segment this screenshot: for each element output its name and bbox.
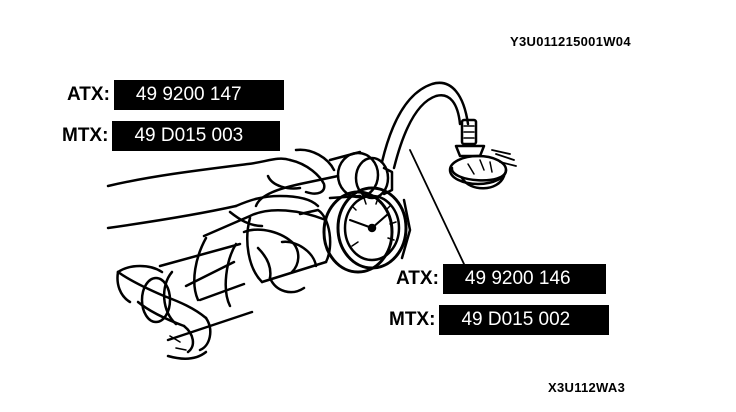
figure-code-top: Y3U011215001W04: [510, 34, 631, 49]
top-left-mtx-label: MTX: 49 D015 003: [62, 121, 281, 151]
bottom-right-mtx-label: MTX: 49 D015 002: [389, 305, 610, 335]
lower-hand: [116, 228, 318, 360]
mtx-prefix: MTX:: [62, 125, 109, 146]
mtx-part-number: 49 D015 003: [112, 121, 281, 151]
vacuum-hose: [380, 81, 470, 170]
leader-line: [409, 149, 465, 265]
atx-part-number: 49 9200 146: [442, 264, 606, 294]
bottom-right-atx-label: ATX: 49 9200 146: [396, 264, 606, 294]
figure-code-bottom: X3U112WA3: [548, 380, 626, 395]
upper-hand: [106, 148, 336, 230]
atx-prefix: ATX:: [67, 84, 110, 105]
mtx-prefix: MTX:: [389, 309, 436, 330]
top-left-atx-label: ATX: 49 9200 147: [67, 80, 284, 110]
pump-body: [193, 174, 340, 308]
atx-prefix: ATX:: [396, 268, 439, 289]
hose-adapter: [448, 118, 517, 190]
pump-head: [328, 150, 394, 200]
mtx-part-number: 49 D015 002: [439, 305, 610, 335]
vacuum-gauge: [322, 186, 412, 274]
atx-part-number: 49 9200 147: [113, 80, 284, 110]
